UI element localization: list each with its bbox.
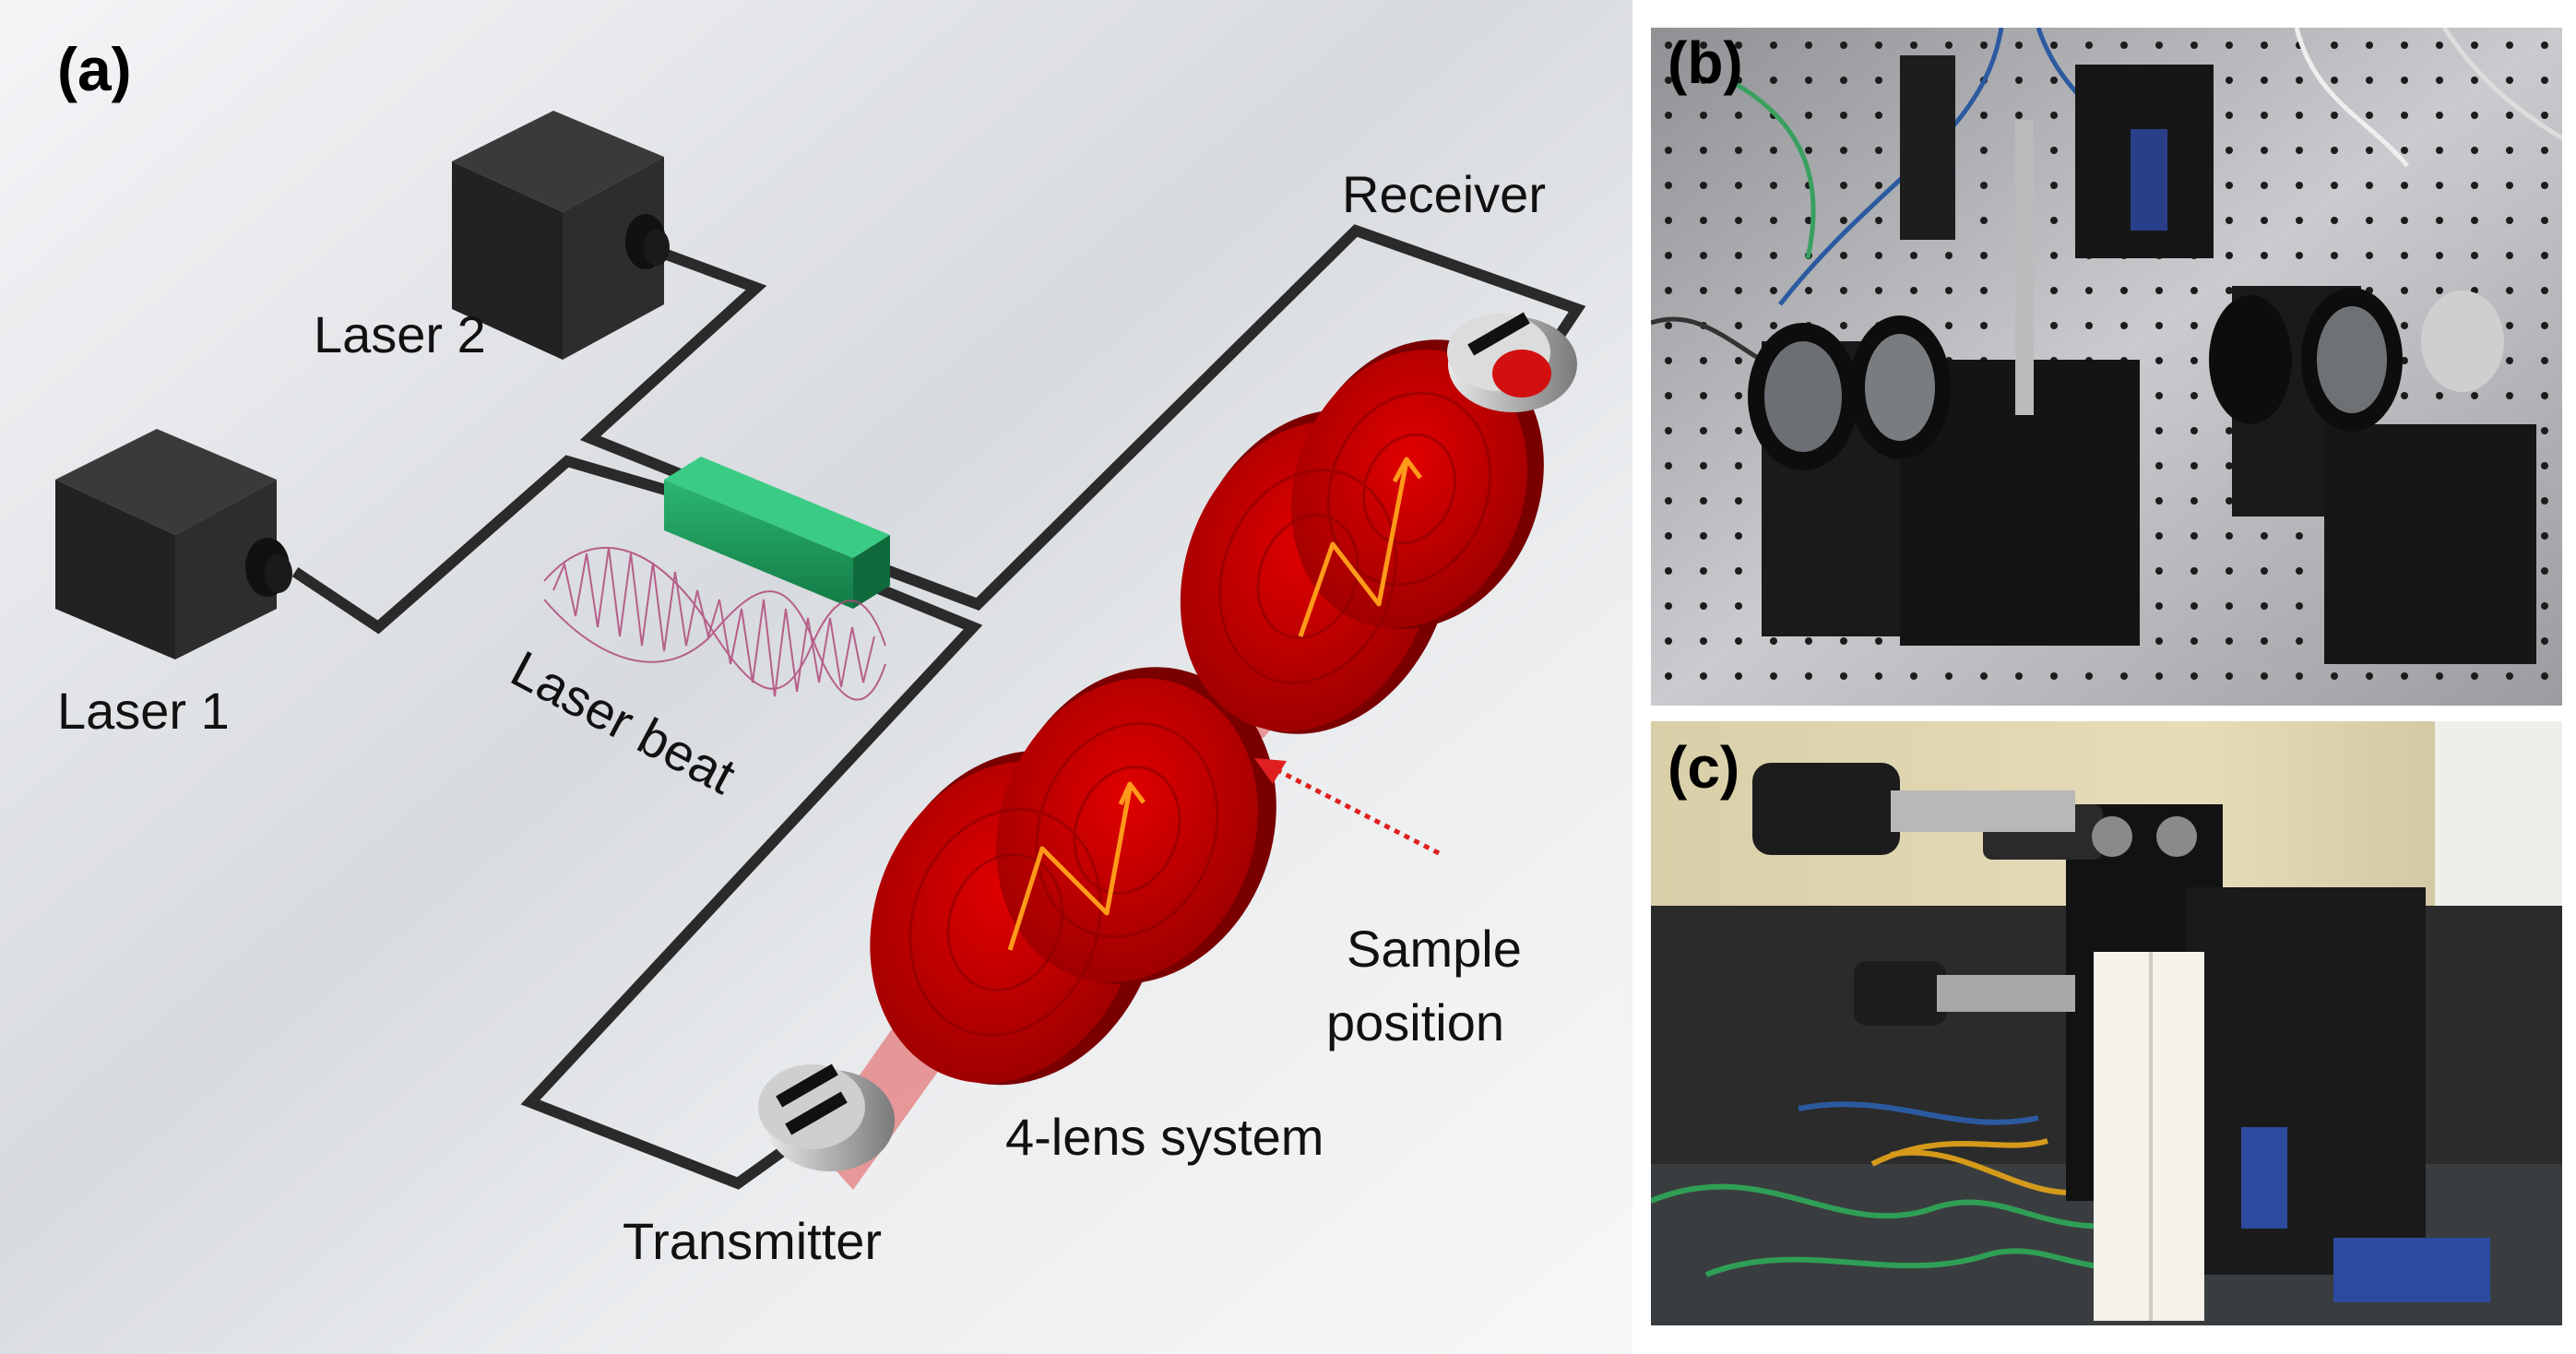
transmitter-label: Transmitter: [623, 1212, 882, 1270]
lens-group-lower: [870, 667, 1276, 1086]
fiber-coupler: [664, 457, 890, 609]
panel-c-letter: (c): [1668, 734, 1739, 801]
laser2-label: Laser 2: [314, 305, 486, 363]
photo-b-mounts: [1748, 55, 2536, 664]
panel-c-photo: (c): [1651, 721, 2562, 1325]
ray-paths: [1007, 457, 1422, 951]
photo-c-cables: [1651, 1101, 2131, 1277]
sample-holder-photo: (c): [1651, 721, 2562, 1325]
sample-label-line1: Sample: [1347, 920, 1522, 978]
transmitter-antenna: [758, 1063, 895, 1171]
panel-a-letter: (a): [57, 35, 132, 103]
sample-label-line2: position: [1326, 993, 1504, 1051]
fiber-receiver: [869, 224, 1586, 611]
lens-group-upper: [1180, 339, 1544, 734]
fiber-laser1: [291, 455, 680, 635]
lens-system-label: 4-lens system: [1005, 1108, 1324, 1166]
photo-c-mount: [1752, 763, 2490, 1321]
fiber-laser2: [579, 248, 767, 481]
laser1-label: Laser 1: [57, 682, 230, 740]
sample-position-arrow: [1254, 758, 1441, 856]
panel-b-photo: (b): [1651, 28, 2562, 706]
fiber-transmitter: [520, 580, 983, 1190]
receiver-label: Receiver: [1342, 165, 1546, 223]
panel-b-letter: (b): [1668, 30, 1743, 96]
setup-photo-top: (b): [1651, 28, 2562, 706]
laser2-box: [452, 111, 670, 360]
receiver-antenna: [1447, 312, 1577, 412]
fiber-lines: [291, 224, 1586, 1190]
schematic-svg: (a) Laser 2 Laser 1 Laser beat Receiver …: [0, 0, 1632, 1354]
panel-a-schematic: (a) Laser 2 Laser 1 Laser beat Receiver …: [0, 0, 1632, 1354]
laser-beat-waveform: [543, 546, 886, 701]
laser1-box: [55, 429, 292, 659]
